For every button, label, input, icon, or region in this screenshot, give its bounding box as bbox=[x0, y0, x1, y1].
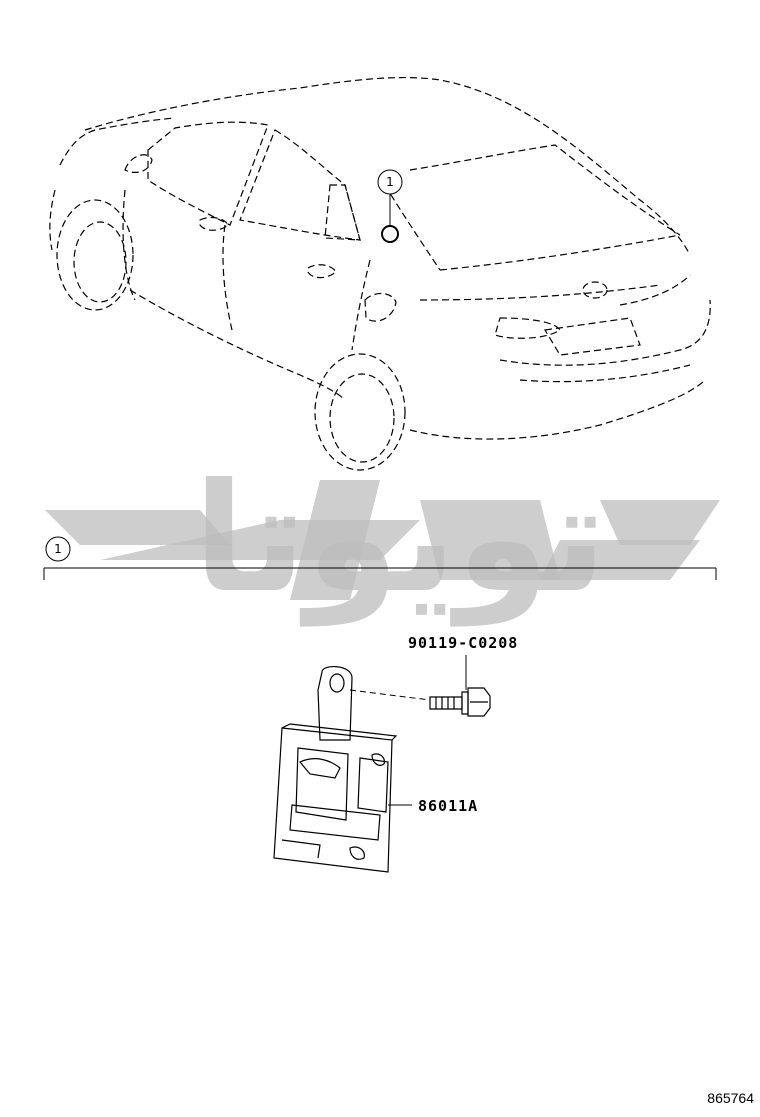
callout-car-number: 1 bbox=[386, 175, 394, 189]
callout-section-number: 1 bbox=[54, 542, 62, 556]
module-part bbox=[273, 666, 398, 873]
car-location-callout: 1 bbox=[377, 169, 403, 243]
bolt-assembly-line bbox=[349, 689, 431, 701]
car-outline bbox=[49, 76, 711, 440]
watermark: تویوتا bbox=[45, 452, 720, 627]
bolt-part-number: 90119-C0208 bbox=[408, 634, 518, 652]
bolt-part bbox=[429, 687, 491, 717]
section-bracket: 1 bbox=[43, 536, 717, 580]
car-wheels bbox=[56, 199, 406, 471]
watermark-text: تویوتا bbox=[193, 452, 606, 627]
figure-id: 865764 bbox=[707, 1090, 754, 1106]
location-marker-icon bbox=[381, 225, 399, 243]
module-part-number: 86011A bbox=[418, 797, 478, 815]
